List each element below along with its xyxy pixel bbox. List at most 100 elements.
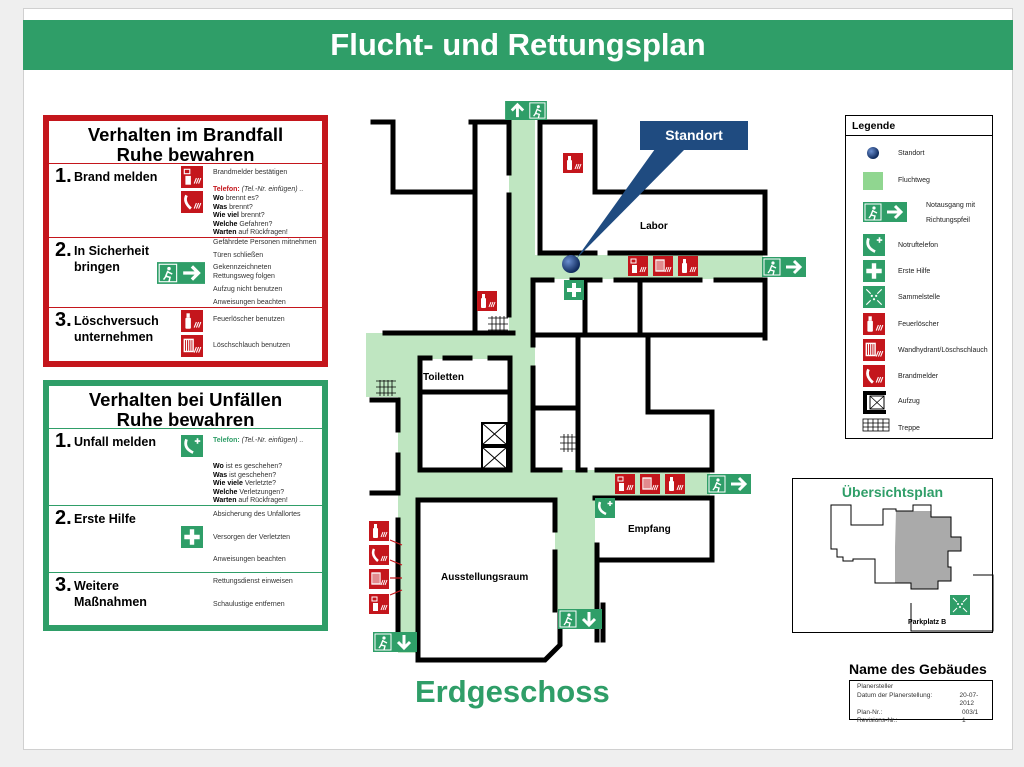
building-highlight (895, 511, 961, 589)
overview-title: Übersichtsplan (841, 484, 944, 500)
legend-title: Legende (846, 116, 992, 136)
meta-key: Datum der Planerstellung: (857, 691, 933, 699)
exit-down-sign-icon (558, 609, 602, 629)
step-text: Gefährdete Personen mitnehmen (213, 239, 317, 246)
exit-right-sign-icon (762, 257, 806, 277)
step-text: Rettungsweg folgen (213, 273, 275, 281)
assembly-point-icon (863, 286, 885, 308)
first-aid-icon (863, 260, 885, 282)
step-text: Anweisungen beachten (213, 298, 286, 306)
accident-step-1: 1. Unfall melden Telefon: (Tel.-Nr. einf… (49, 428, 322, 505)
step-text: Löschschlauch benutzen (213, 342, 291, 349)
accident-panel-title: Verhalten bei Unfällen (88, 389, 283, 410)
question-line: Wo brennt es? (213, 195, 259, 202)
exit-up-sign-icon (504, 101, 548, 120)
fire-alarm-icon (628, 256, 648, 276)
legend-label: Standort (898, 150, 925, 157)
step-title: Erste Hilfe (74, 512, 136, 526)
emergency-exit-icon (863, 201, 907, 223)
fire-hose-icon (653, 256, 673, 276)
step-text: Anweisungen beachten (213, 556, 286, 563)
exit-right-sign-icon (707, 474, 751, 494)
room-label-labor: Labor (640, 221, 668, 232)
question-line: Welche Gefahren? (213, 220, 273, 228)
meta-key: Planersteller (857, 683, 894, 690)
emergency-phone-icon (595, 498, 615, 518)
fire-alarm-icon (369, 594, 389, 614)
step-number: 2. (55, 507, 72, 529)
step-title: Brand melden (74, 170, 158, 184)
legend-label: Brandmelder (898, 373, 939, 380)
phone-label: Telefon: (213, 437, 240, 444)
parking-label: Parkplatz B (908, 619, 947, 626)
standort-marker-icon (562, 255, 580, 273)
emergency-phone-icon (863, 234, 885, 256)
meta-key: Plan-Nr.: (857, 708, 883, 716)
legend-label: Notruftelefon (898, 242, 939, 249)
plan-metadata: Planersteller Datum der Planerstellung:2… (849, 680, 993, 724)
walls (369, 119, 768, 663)
step-title: In Sicherheit bringen (74, 244, 150, 274)
fire-alarm-icon (615, 474, 635, 494)
fire-phone-icon (369, 545, 389, 565)
legend-label: Feuerlöscher (898, 321, 939, 328)
step-text: Brandmelder bestätigen (213, 169, 288, 176)
step-title: Löschversuch unternehmen (74, 314, 159, 344)
legend-label: Wandhydrant/Löschschlauch (898, 347, 988, 354)
overview-map (830, 504, 994, 632)
standort-pointer (576, 149, 685, 259)
meta-value: 003/1 (962, 708, 979, 716)
step-text: Aufzug nicht benutzen (213, 285, 283, 293)
question-line: Was brennt? (213, 203, 253, 211)
step-text: Rettungsdienst einweisen (213, 578, 293, 585)
stairs-icon (862, 418, 890, 432)
question-line: Wie viele Verletzte? (213, 480, 276, 487)
step-text: Feuerlöscher benutzen (213, 316, 285, 323)
elevator-icons (481, 422, 508, 470)
first-aid-icon (564, 280, 584, 300)
fire-panel-subtitle: Ruhe bewahren (116, 144, 255, 165)
accident-step-3: 3. Weitere Maßnahmen Rettungsdienst einw… (49, 572, 322, 625)
step-text: Türen schließen (213, 251, 264, 259)
legend-label: Sammelstelle (898, 294, 941, 301)
fire-hose-icon (640, 474, 660, 494)
fire-step-2: 2. In Sicherheit bringen Gefährdete Pers… (49, 237, 322, 307)
fire-questions: Wo brennt es?Was brennt?Wie viel brennt?… (213, 195, 288, 238)
question-line: Welche Verletzungen? (213, 488, 285, 496)
escape-route-icon (863, 172, 883, 190)
fire-step-1: 1. Brand melden Brandmelder bestätigen T… (49, 163, 322, 237)
fire-hose-icon (863, 339, 885, 361)
accident-questions: Wo ist es geschehen?Was ist geschehen?Wi… (213, 463, 288, 506)
fire-extinguisher-icon (863, 313, 885, 335)
fire-panel-title: Verhalten im Brandfall (87, 124, 284, 145)
question-line: Was ist geschehen? (213, 471, 277, 479)
step-number: 3. (55, 309, 72, 331)
meta-value: 1 (962, 717, 966, 724)
escape-routes (366, 118, 763, 653)
phone-value: (Tel.-Nr. einfügen) .. (241, 186, 304, 193)
room-label-empfang: Empfang (628, 524, 671, 535)
standort-icon (867, 147, 879, 159)
legend-label: Erste Hilfe (898, 268, 931, 275)
question-line: Wo ist es geschehen? (213, 463, 283, 470)
legend-label: Richtungspfeil (926, 217, 970, 224)
fire-extinguisher-icon (477, 291, 497, 311)
fire-extinguisher-icon (563, 153, 583, 173)
accident-panel-subtitle: Ruhe bewahren (116, 409, 255, 430)
step-text: Schaulustige entfernen (213, 601, 285, 608)
fire-step-3: 3. Löschversuch unternehmen Feuerlöscher… (49, 307, 322, 361)
assembly-point-icon (950, 595, 970, 615)
sign-pointers (389, 539, 403, 596)
step-title: Weitere Maßnahmen (74, 579, 147, 609)
exit-down-sign-icon (373, 632, 417, 652)
fire-extinguisher-icon (678, 256, 698, 276)
fire-extinguisher-icon (665, 474, 685, 494)
phone-label: Telefon: (213, 186, 240, 193)
standort-callout: Standort (640, 121, 748, 150)
question-line: Warten auf Rückfragen! (213, 497, 288, 504)
elevator-icon (863, 391, 886, 414)
legend-label: Treppe (898, 425, 920, 432)
step-text: Absicherung des Unfallortes (213, 511, 301, 518)
